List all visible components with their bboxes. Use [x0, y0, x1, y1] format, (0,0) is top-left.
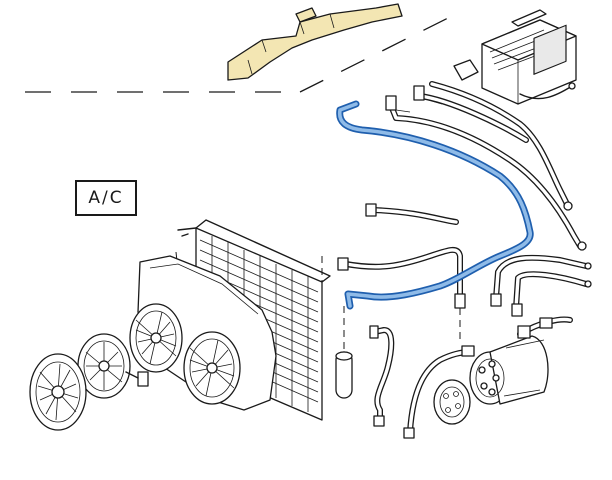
refrigerant-lines: [339, 81, 592, 435]
cooling-fans: [129, 303, 241, 405]
fan-blade: [29, 353, 87, 431]
system-label-box: A/C: [75, 180, 137, 216]
fan-motor: [77, 333, 149, 399]
evaporator-unit: [453, 9, 577, 105]
cooling-fan-right: [183, 331, 241, 405]
ac-compressor: [469, 317, 553, 405]
fittings: [337, 203, 475, 439]
system-label: A/C: [88, 188, 124, 208]
receiver-drier: [335, 306, 353, 399]
air-duct: [227, 3, 403, 81]
cooling-fan-left: [129, 303, 183, 373]
highlighted-ac-line: [336, 100, 534, 310]
section-boundary-lines: [25, 11, 461, 93]
compressor-pulley: [433, 379, 471, 425]
